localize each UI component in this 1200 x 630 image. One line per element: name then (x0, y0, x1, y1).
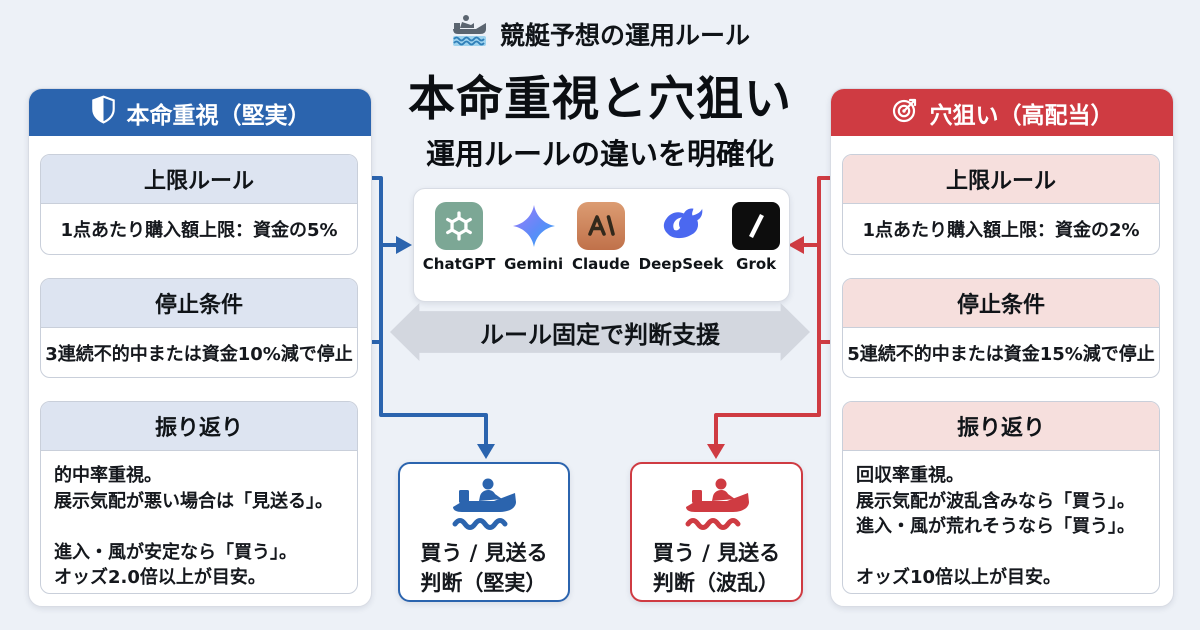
target-icon (891, 95, 920, 130)
ai-item-deepseek: DeepSeek (638, 202, 724, 273)
ananerai-limit-box: 上限ルール 1点あたり購入額上限：資金の2% (842, 154, 1160, 255)
ananerai-limit-body: 1点あたり購入額上限：資金の2% (862, 220, 1140, 241)
ai-item-chatgpt: ChatGPT (422, 202, 496, 273)
support-banner-label: ルール固定で判断支援 (480, 320, 720, 349)
main-title: 本命重視と穴狙い (408, 72, 792, 127)
support-banner: ルール固定で判断支援 (390, 303, 810, 361)
panel-honmei-title: 本命重視（堅実） (126, 102, 311, 129)
honmei-limit-heading: 上限ルール (41, 155, 357, 204)
decision-text-kenjitsu: 買う / 見送る 判断（堅実） (420, 541, 548, 596)
decision-box-haran: 買う / 見送る 判断（波乱） (630, 462, 803, 602)
ai-item-grok: Grok (732, 202, 781, 273)
ananerai-review-heading: 振り返り (843, 402, 1159, 451)
panel-honmei-header: 本命重視（堅実） (29, 89, 371, 136)
ai-label: Grok (736, 255, 777, 273)
ananerai-stop-body: 5連続不的中または資金15%減で停止 (847, 343, 1155, 365)
ai-label: DeepSeek (638, 255, 724, 273)
ananerai-limit-heading: 上限ルール (843, 155, 1159, 204)
page-header: 競艇予想の運用ルール 本命重視と穴狙い 運用ルールの違いを明確化 (0, 14, 1200, 173)
ai-label: Gemini (504, 255, 564, 273)
ai-item-claude: Claude (572, 202, 630, 273)
ananerai-review-body: 回収率重視。 展示気配が波乱含みなら「買う」。 進入・風が荒れそうなら「買う」。… (856, 465, 1135, 589)
panel-honmei: 本命重視（堅実） 上限ルール 1点あたり購入額上限：資金の5% 停止条件 3連続… (28, 88, 372, 607)
ai-label: ChatGPT (422, 255, 496, 273)
kicker-title: 競艇予想の運用ルール (499, 21, 750, 50)
honmei-stop-box: 停止条件 3連続不的中または資金10%減で停止 (40, 278, 358, 378)
kicker-row: 競艇予想の運用ルール (0, 14, 1200, 54)
panel-ananerai: 穴狙い（高配当） 上限ルール 1点あたり購入額上限：資金の2% 停止条件 5連続… (830, 88, 1174, 607)
ananerai-stop-heading: 停止条件 (843, 279, 1159, 328)
gemini-logo-icon (510, 202, 558, 250)
grok-logo-icon (732, 202, 781, 250)
honmei-stop-heading: 停止条件 (41, 279, 357, 328)
panel-ananerai-title: 穴狙い（高配当） (929, 102, 1114, 129)
honmei-review-box: 振り返り 的中率重視。 展示気配が悪い場合は「見送る」。 進入・風が安定なら「買… (40, 401, 358, 594)
ai-item-gemini: Gemini (504, 202, 563, 273)
claude-logo-icon (576, 202, 625, 250)
speedboat-icon (450, 14, 490, 54)
subtitle: 運用ルールの違いを明確化 (425, 137, 774, 171)
decision-text-haran: 買う / 見送る 判断（波乱） (652, 541, 781, 596)
chatgpt-logo-icon (435, 202, 484, 250)
ai-label: Claude (572, 255, 630, 273)
panel-ananerai-header: 穴狙い（高配当） (831, 89, 1173, 136)
shield-icon (90, 95, 117, 130)
honmei-review-body: 的中率重視。 展示気配が悪い場合は「見送る」。 進入・風が安定なら「買う」。 オ… (54, 465, 333, 589)
honmei-limit-box: 上限ルール 1点あたり購入額上限：資金の5% (40, 154, 358, 255)
decision-box-kenjitsu: 買う / 見送る 判断（堅実） (398, 462, 570, 602)
ai-tools-card: ChatGPT Gemini (413, 188, 790, 302)
honmei-limit-body: 1点あたり購入額上限：資金の5% (60, 220, 338, 241)
ananerai-stop-box: 停止条件 5連続不的中または資金15%減で停止 (842, 278, 1160, 378)
honmei-review-heading: 振り返り (41, 402, 357, 451)
motorboat-icon (448, 474, 520, 536)
ananerai-review-box: 振り返り 回収率重視。 展示気配が波乱含みなら「買う」。 進入・風が荒れそうなら… (842, 401, 1160, 594)
honmei-stop-body: 3連続不的中または資金10%減で停止 (45, 343, 353, 365)
deepseek-logo-icon (657, 202, 705, 250)
motorboat-icon (681, 474, 753, 536)
